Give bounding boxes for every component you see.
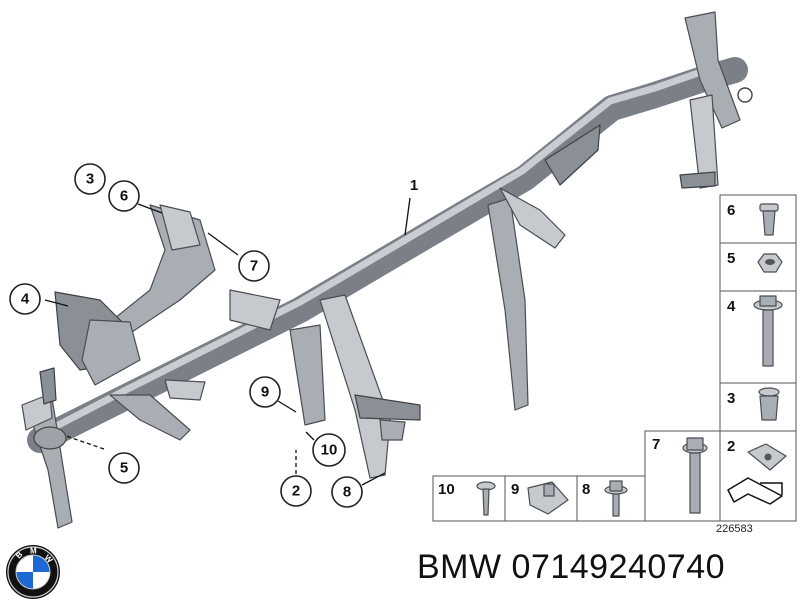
table-label-6: 6 [727, 202, 735, 219]
callout-4: 4 [9, 283, 41, 315]
callout-1: 1 [410, 177, 418, 194]
part-8-screw-icon [604, 480, 628, 517]
svg-text:8: 8 [343, 484, 351, 501]
part-5-hex-nut-icon [757, 253, 783, 273]
parts-table-right-column: 6 5 4 3 2 [719, 194, 797, 522]
part-10-screw-icon [476, 481, 496, 516]
bmw-roundel-icon: B M W [6, 545, 60, 599]
center-support-right [319, 294, 391, 479]
svg-text:5: 5 [120, 460, 128, 477]
svg-text:3: 3 [86, 171, 94, 188]
callout-6: 6 [108, 180, 140, 212]
right-end-mount [684, 11, 741, 129]
callout-5: 5 [108, 452, 140, 484]
svg-text:2: 2 [292, 483, 300, 500]
svg-text:B: B [14, 550, 25, 561]
parts-table-bottom-row: 10 9 8 7 [432, 430, 721, 522]
part-2-spring-nut-icon [747, 443, 787, 471]
part-7-long-bolt-icon [682, 437, 708, 514]
callout-10: 10 [312, 433, 346, 467]
svg-text:4: 4 [21, 291, 30, 308]
diagram-code: 226583 [716, 523, 753, 535]
table-label-10: 10 [438, 481, 455, 498]
svg-text:10: 10 [321, 442, 338, 459]
svg-text:6: 6 [120, 188, 128, 205]
part-6-rivet-nut-icon [759, 203, 779, 236]
table-label-8: 8 [582, 481, 590, 498]
callout-7: 7 [238, 250, 270, 282]
callout-9: 9 [249, 376, 281, 408]
part-number-caption: BMW 07149240740 [417, 548, 726, 586]
callout-3: 3 [74, 163, 106, 195]
table-label-3: 3 [727, 390, 735, 407]
part-4-bolt-icon [753, 295, 783, 367]
svg-text:9: 9 [261, 384, 269, 401]
svg-text:7: 7 [250, 258, 258, 275]
table-label-2: 2 [727, 438, 735, 455]
table-label-9: 9 [511, 481, 519, 498]
table-label-7: 7 [652, 436, 660, 453]
callout-8: 8 [331, 476, 363, 508]
part-9-clip-nut-icon [527, 481, 569, 515]
table-label-4: 4 [727, 298, 736, 315]
part-3-clip-icon [758, 387, 780, 421]
center-support-left [289, 324, 326, 426]
cross-member-beam [21, 11, 753, 529]
insert-direction-arrow-icon [727, 477, 783, 505]
callout-2: 2 [280, 475, 312, 507]
svg-text:M: M [30, 547, 37, 556]
right-strut [487, 197, 529, 411]
table-label-5: 5 [727, 250, 735, 267]
